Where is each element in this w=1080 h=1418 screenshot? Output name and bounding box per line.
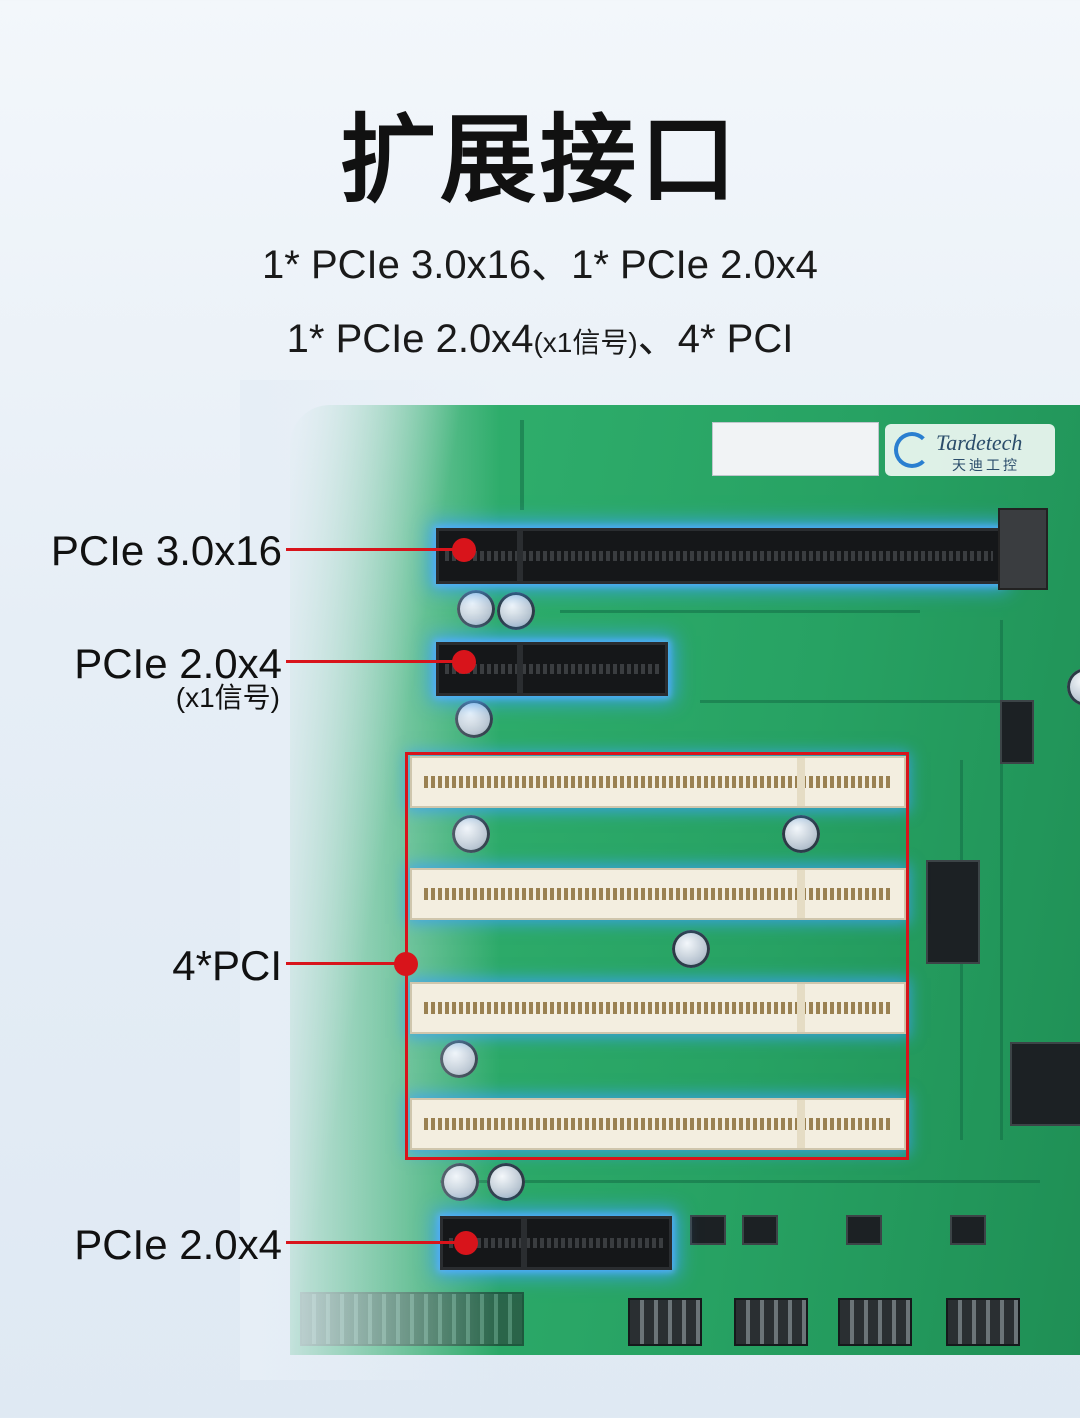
slot-pins xyxy=(424,1002,892,1014)
pci-slot xyxy=(410,982,906,1034)
pci-slot xyxy=(410,756,906,808)
callout-note-x1-signal: (x1信号) xyxy=(175,682,280,713)
subtitle-line-1: 1* PCIe 3.0x16、1* PCIe 2.0x4 xyxy=(262,243,818,287)
pin-header xyxy=(628,1298,702,1346)
board-trace xyxy=(1000,620,1003,1140)
slot-key xyxy=(797,758,805,806)
pci-slot xyxy=(410,868,906,920)
callout-label-pci: 4*PCI xyxy=(172,942,282,989)
capacitor xyxy=(672,930,710,968)
capacitor xyxy=(497,592,535,630)
slot-retention-clip xyxy=(998,508,1048,590)
crystal-oscillator xyxy=(1000,700,1034,764)
slot-pins xyxy=(445,664,659,674)
board-chip xyxy=(742,1215,778,1245)
brand-name: Tardetech xyxy=(936,430,1023,455)
slot-pins xyxy=(445,551,993,561)
controller-chip xyxy=(1010,1042,1080,1126)
brand-logo-icon xyxy=(894,432,930,468)
board-chip xyxy=(950,1215,986,1245)
board-trace xyxy=(560,610,920,613)
callout-line xyxy=(286,962,404,965)
board-chip xyxy=(926,860,980,964)
callout-dot xyxy=(454,1231,478,1255)
subtitle-line-2-main: 1* PCIe 2.0x4 xyxy=(286,317,534,361)
page-title: 扩展接口 xyxy=(340,104,740,216)
pci-slot xyxy=(410,1098,906,1150)
board-trace xyxy=(700,700,1000,703)
pci-highlight-box xyxy=(405,752,909,1160)
pcie-x16-slot xyxy=(436,528,1002,584)
callout-label-pcie-x4-x1: PCIe 2.0x4 xyxy=(74,640,282,687)
slot-pins xyxy=(449,1238,663,1248)
board-trace xyxy=(440,1180,1040,1183)
callout-label-pcie-x4: PCIe 2.0x4 xyxy=(74,1221,282,1268)
callout-dot xyxy=(452,650,476,674)
subtitle-line-2-tail: 、4* PCI xyxy=(637,317,794,361)
pcie-x4-x1-slot xyxy=(436,642,668,696)
brand-name-cn: 天迪工控 xyxy=(952,458,1020,474)
callout-dot xyxy=(394,952,418,976)
slot-pins xyxy=(424,1118,892,1130)
callout-label-pcie-x16: PCIe 3.0x16 xyxy=(50,527,282,574)
slot-key xyxy=(517,645,523,693)
pin-header xyxy=(734,1298,808,1346)
slot-pins xyxy=(424,776,892,788)
slot-key xyxy=(797,870,805,918)
subtitle-line-2-note: (x1信号) xyxy=(533,327,638,358)
slot-key xyxy=(517,531,523,581)
board-trace xyxy=(520,420,524,510)
slot-key xyxy=(797,984,805,1032)
pin-header xyxy=(838,1298,912,1346)
callout-line xyxy=(286,548,462,551)
slot-key xyxy=(521,1219,527,1267)
board-chip xyxy=(846,1215,882,1245)
slot-pins xyxy=(424,888,892,900)
pin-header xyxy=(946,1298,1020,1346)
callout-line xyxy=(286,660,462,663)
board-sticker xyxy=(712,422,879,476)
capacitor xyxy=(782,815,820,853)
subtitle-line-2: 1* PCIe 2.0x4(x1信号)、4* PCI xyxy=(0,306,1080,364)
callout-line xyxy=(286,1241,464,1244)
capacitor xyxy=(1067,668,1080,706)
pcie-x4-slot xyxy=(440,1216,672,1270)
callout-dot xyxy=(452,538,476,562)
board-chip xyxy=(690,1215,726,1245)
slot-key xyxy=(797,1100,805,1148)
